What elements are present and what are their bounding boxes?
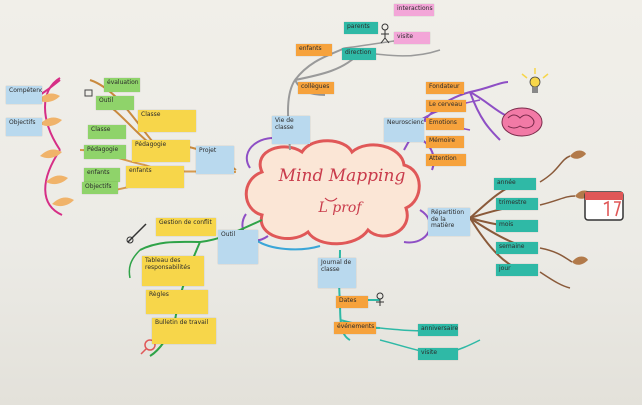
note-green-5: enfants <box>84 168 120 182</box>
note-mois: mois <box>496 220 538 232</box>
note-objectifs: Objectifs <box>6 118 42 136</box>
note-jour: jour <box>496 264 538 276</box>
note-outil: Outil <box>218 230 258 264</box>
leaf-2 <box>40 117 62 127</box>
note-fondateur: Fondateur <box>426 82 464 94</box>
note-bulletin: Bulletin de travail <box>152 318 216 344</box>
note-projet: Projet <box>196 146 234 174</box>
leaf-8 <box>572 256 588 265</box>
note-enfants-top: enfants <box>296 44 332 56</box>
central-cloud <box>244 139 421 246</box>
smiley-drawing <box>324 197 338 202</box>
brain-drawing <box>501 107 543 137</box>
note-evenements: événements <box>334 322 376 334</box>
note-green-2: Outil <box>96 96 134 110</box>
central-title: Mind Mapping <box>278 166 406 186</box>
note-visite-bottom: visite <box>418 348 458 360</box>
leaf-1 <box>38 93 60 103</box>
note-parents: parents <box>344 22 378 34</box>
note-vie-classe: Vie de classe <box>272 116 310 144</box>
note-visite: visite <box>394 32 430 44</box>
note-dates: Dates <box>336 296 368 308</box>
note-green-6: Objectifs <box>82 182 118 194</box>
note-annee: année <box>494 178 536 190</box>
note-anniversaire: anniversaire <box>418 324 458 336</box>
note-emotions: Emotions <box>426 118 464 130</box>
lightbulb-drawing <box>521 68 549 93</box>
calendar-drawing <box>584 191 624 221</box>
note-gestion-conflit: Gestion de conflit <box>156 218 216 236</box>
note-cerveau: Le cerveau <box>426 100 466 112</box>
note-collegues: collègues <box>298 82 334 94</box>
note-regles: Règles <box>146 290 208 314</box>
leaf-3 <box>40 149 62 159</box>
note-semaine: semaine <box>496 242 538 254</box>
note-journal: Journal de classe <box>318 258 356 288</box>
note-attention: Attention <box>426 154 466 166</box>
leaf-4 <box>46 175 68 185</box>
note-neurosciences: Neurosciences <box>384 118 424 142</box>
note-direction: direction <box>342 48 376 60</box>
note-green-1: évaluation <box>104 78 140 92</box>
note-interactions: interactions <box>394 4 434 16</box>
pen-drawing <box>126 223 147 244</box>
note-trimestre: trimestre <box>496 198 538 210</box>
central-subtitle: L prof <box>318 200 362 216</box>
stick-figure-drawing <box>376 23 390 306</box>
note-classe: Classe <box>138 110 196 132</box>
note-memoire: Mémoire <box>426 136 464 148</box>
note-green-3: Classe <box>88 125 126 139</box>
note-pedagogie: Pédagogie <box>132 140 190 162</box>
leaf-5 <box>52 197 74 207</box>
leaf-6 <box>570 150 586 159</box>
note-enfants: enfants <box>126 166 184 188</box>
note-tableau: Tableau des responsabilités <box>142 256 204 286</box>
magnifier-drawing <box>140 339 156 355</box>
note-green-4: Pédagogie <box>84 145 126 159</box>
note-competence: Compétence <box>6 86 42 104</box>
note-repartition: Répartition de la matière <box>428 208 470 236</box>
clapper-drawing <box>84 89 93 97</box>
